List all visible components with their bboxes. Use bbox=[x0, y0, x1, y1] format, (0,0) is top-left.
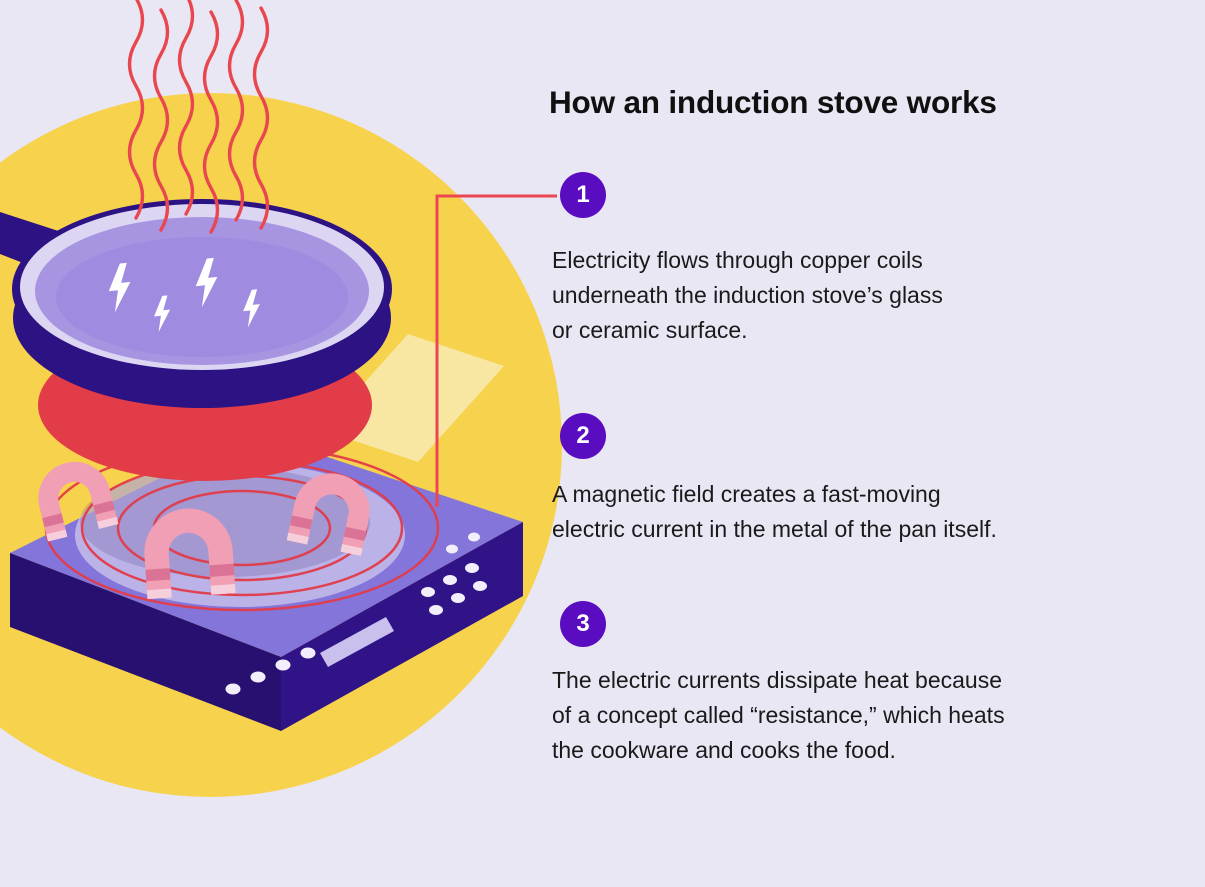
control-panel bbox=[225, 532, 487, 695]
step-1-text: Electricity flows through copper coils u… bbox=[552, 247, 943, 343]
step-3-number: 3 bbox=[576, 610, 590, 637]
step-2-badge: 2 bbox=[560, 413, 606, 459]
step-1-badge: 1 bbox=[560, 172, 606, 218]
frying-pan bbox=[12, 199, 392, 408]
callout-connector-line bbox=[435, 194, 557, 507]
step-2-text: A magnetic field creates a fast-moving e… bbox=[552, 481, 997, 542]
pan-interior-shade bbox=[56, 237, 348, 357]
step-3-text: The electric currents dissipate heat bec… bbox=[552, 667, 1005, 763]
control-panel-dots bbox=[225, 532, 487, 695]
stove-right-face bbox=[281, 522, 523, 731]
step-1-number: 1 bbox=[576, 181, 590, 208]
stove-left-face bbox=[10, 553, 281, 731]
step-2-number: 2 bbox=[576, 422, 590, 449]
glass-pane-reflection bbox=[322, 334, 504, 462]
step-3-badge: 3 bbox=[560, 601, 606, 647]
control-panel-display bbox=[320, 617, 394, 667]
page-title: How an induction stove works bbox=[549, 84, 997, 120]
